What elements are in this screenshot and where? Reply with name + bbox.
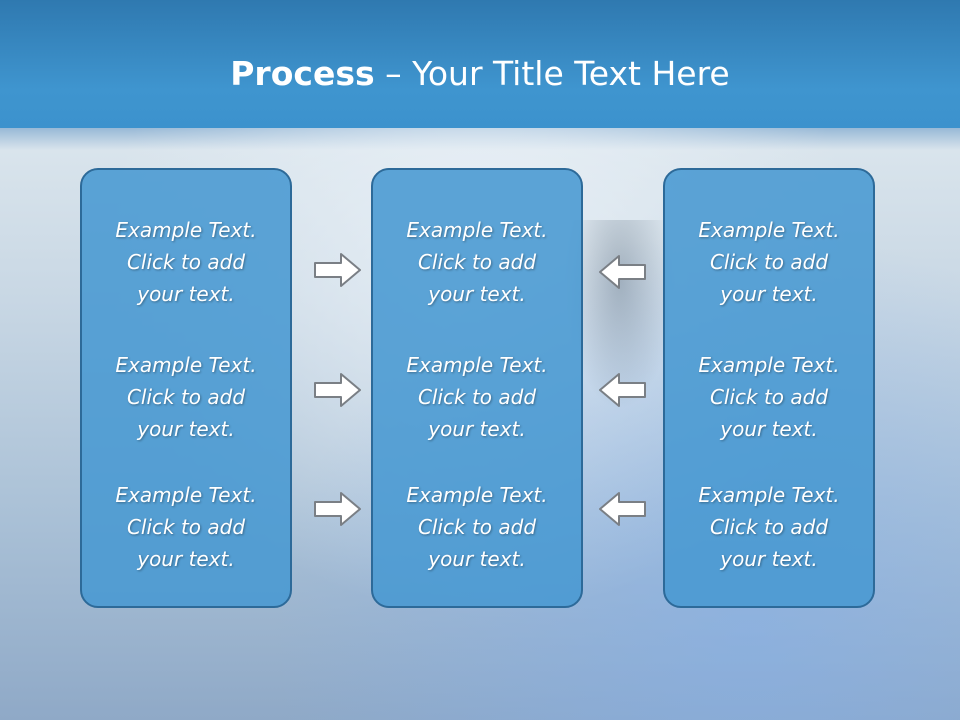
- text-line: your text.: [720, 282, 818, 306]
- text-line: your text.: [720, 547, 818, 571]
- title-rest: – Your Title Text Here: [374, 54, 730, 93]
- text-line: Example Text.: [406, 353, 548, 377]
- text-block[interactable]: Example Text. Click to add your text.: [665, 479, 873, 575]
- text-line: Click to add: [709, 515, 829, 539]
- text-block[interactable]: Example Text. Click to add your text.: [82, 349, 290, 445]
- text-line: Click to add: [709, 250, 829, 274]
- text-line: Click to add: [417, 250, 537, 274]
- text-line: your text.: [137, 417, 235, 441]
- text-line: Click to add: [709, 385, 829, 409]
- text-block[interactable]: Example Text. Click to add your text.: [373, 214, 581, 310]
- title-bold: Process: [230, 54, 375, 93]
- text-line: Example Text.: [406, 218, 548, 242]
- text-line: Example Text.: [698, 218, 840, 242]
- text-block[interactable]: Example Text. Click to add your text.: [665, 214, 873, 310]
- arrow-left-icon: [599, 255, 646, 289]
- arrow-right-icon: [314, 492, 361, 526]
- text-line: Click to add: [126, 250, 246, 274]
- text-line: your text.: [428, 547, 526, 571]
- text-line: Example Text.: [698, 353, 840, 377]
- text-line: Example Text.: [698, 483, 840, 507]
- slide-title[interactable]: Process – Your Title Text Here: [0, 52, 960, 96]
- text-line: Example Text.: [115, 483, 257, 507]
- text-block[interactable]: Example Text. Click to add your text.: [373, 479, 581, 575]
- text-line: your text.: [137, 547, 235, 571]
- text-line: your text.: [137, 282, 235, 306]
- process-panel-right[interactable]: Example Text. Click to add your text. Ex…: [663, 168, 875, 608]
- arrow-right-icon: [314, 373, 361, 407]
- arrow-left-icon: [599, 492, 646, 526]
- text-line: Click to add: [126, 515, 246, 539]
- text-line: your text.: [428, 282, 526, 306]
- arrow-right-icon: [314, 253, 361, 287]
- title-bar: [0, 0, 960, 128]
- text-line: Example Text.: [406, 483, 548, 507]
- text-block[interactable]: Example Text. Click to add your text.: [665, 349, 873, 445]
- process-panel-center[interactable]: Example Text. Click to add your text. Ex…: [371, 168, 583, 608]
- text-line: Click to add: [126, 385, 246, 409]
- text-line: Example Text.: [115, 353, 257, 377]
- process-panel-left[interactable]: Example Text. Click to add your text. Ex…: [80, 168, 292, 608]
- text-block[interactable]: Example Text. Click to add your text.: [82, 479, 290, 575]
- text-block[interactable]: Example Text. Click to add your text.: [373, 349, 581, 445]
- text-block[interactable]: Example Text. Click to add your text.: [82, 214, 290, 310]
- text-line: your text.: [428, 417, 526, 441]
- text-line: your text.: [720, 417, 818, 441]
- arrow-left-icon: [599, 373, 646, 407]
- text-line: Example Text.: [115, 218, 257, 242]
- text-line: Click to add: [417, 515, 537, 539]
- text-line: Click to add: [417, 385, 537, 409]
